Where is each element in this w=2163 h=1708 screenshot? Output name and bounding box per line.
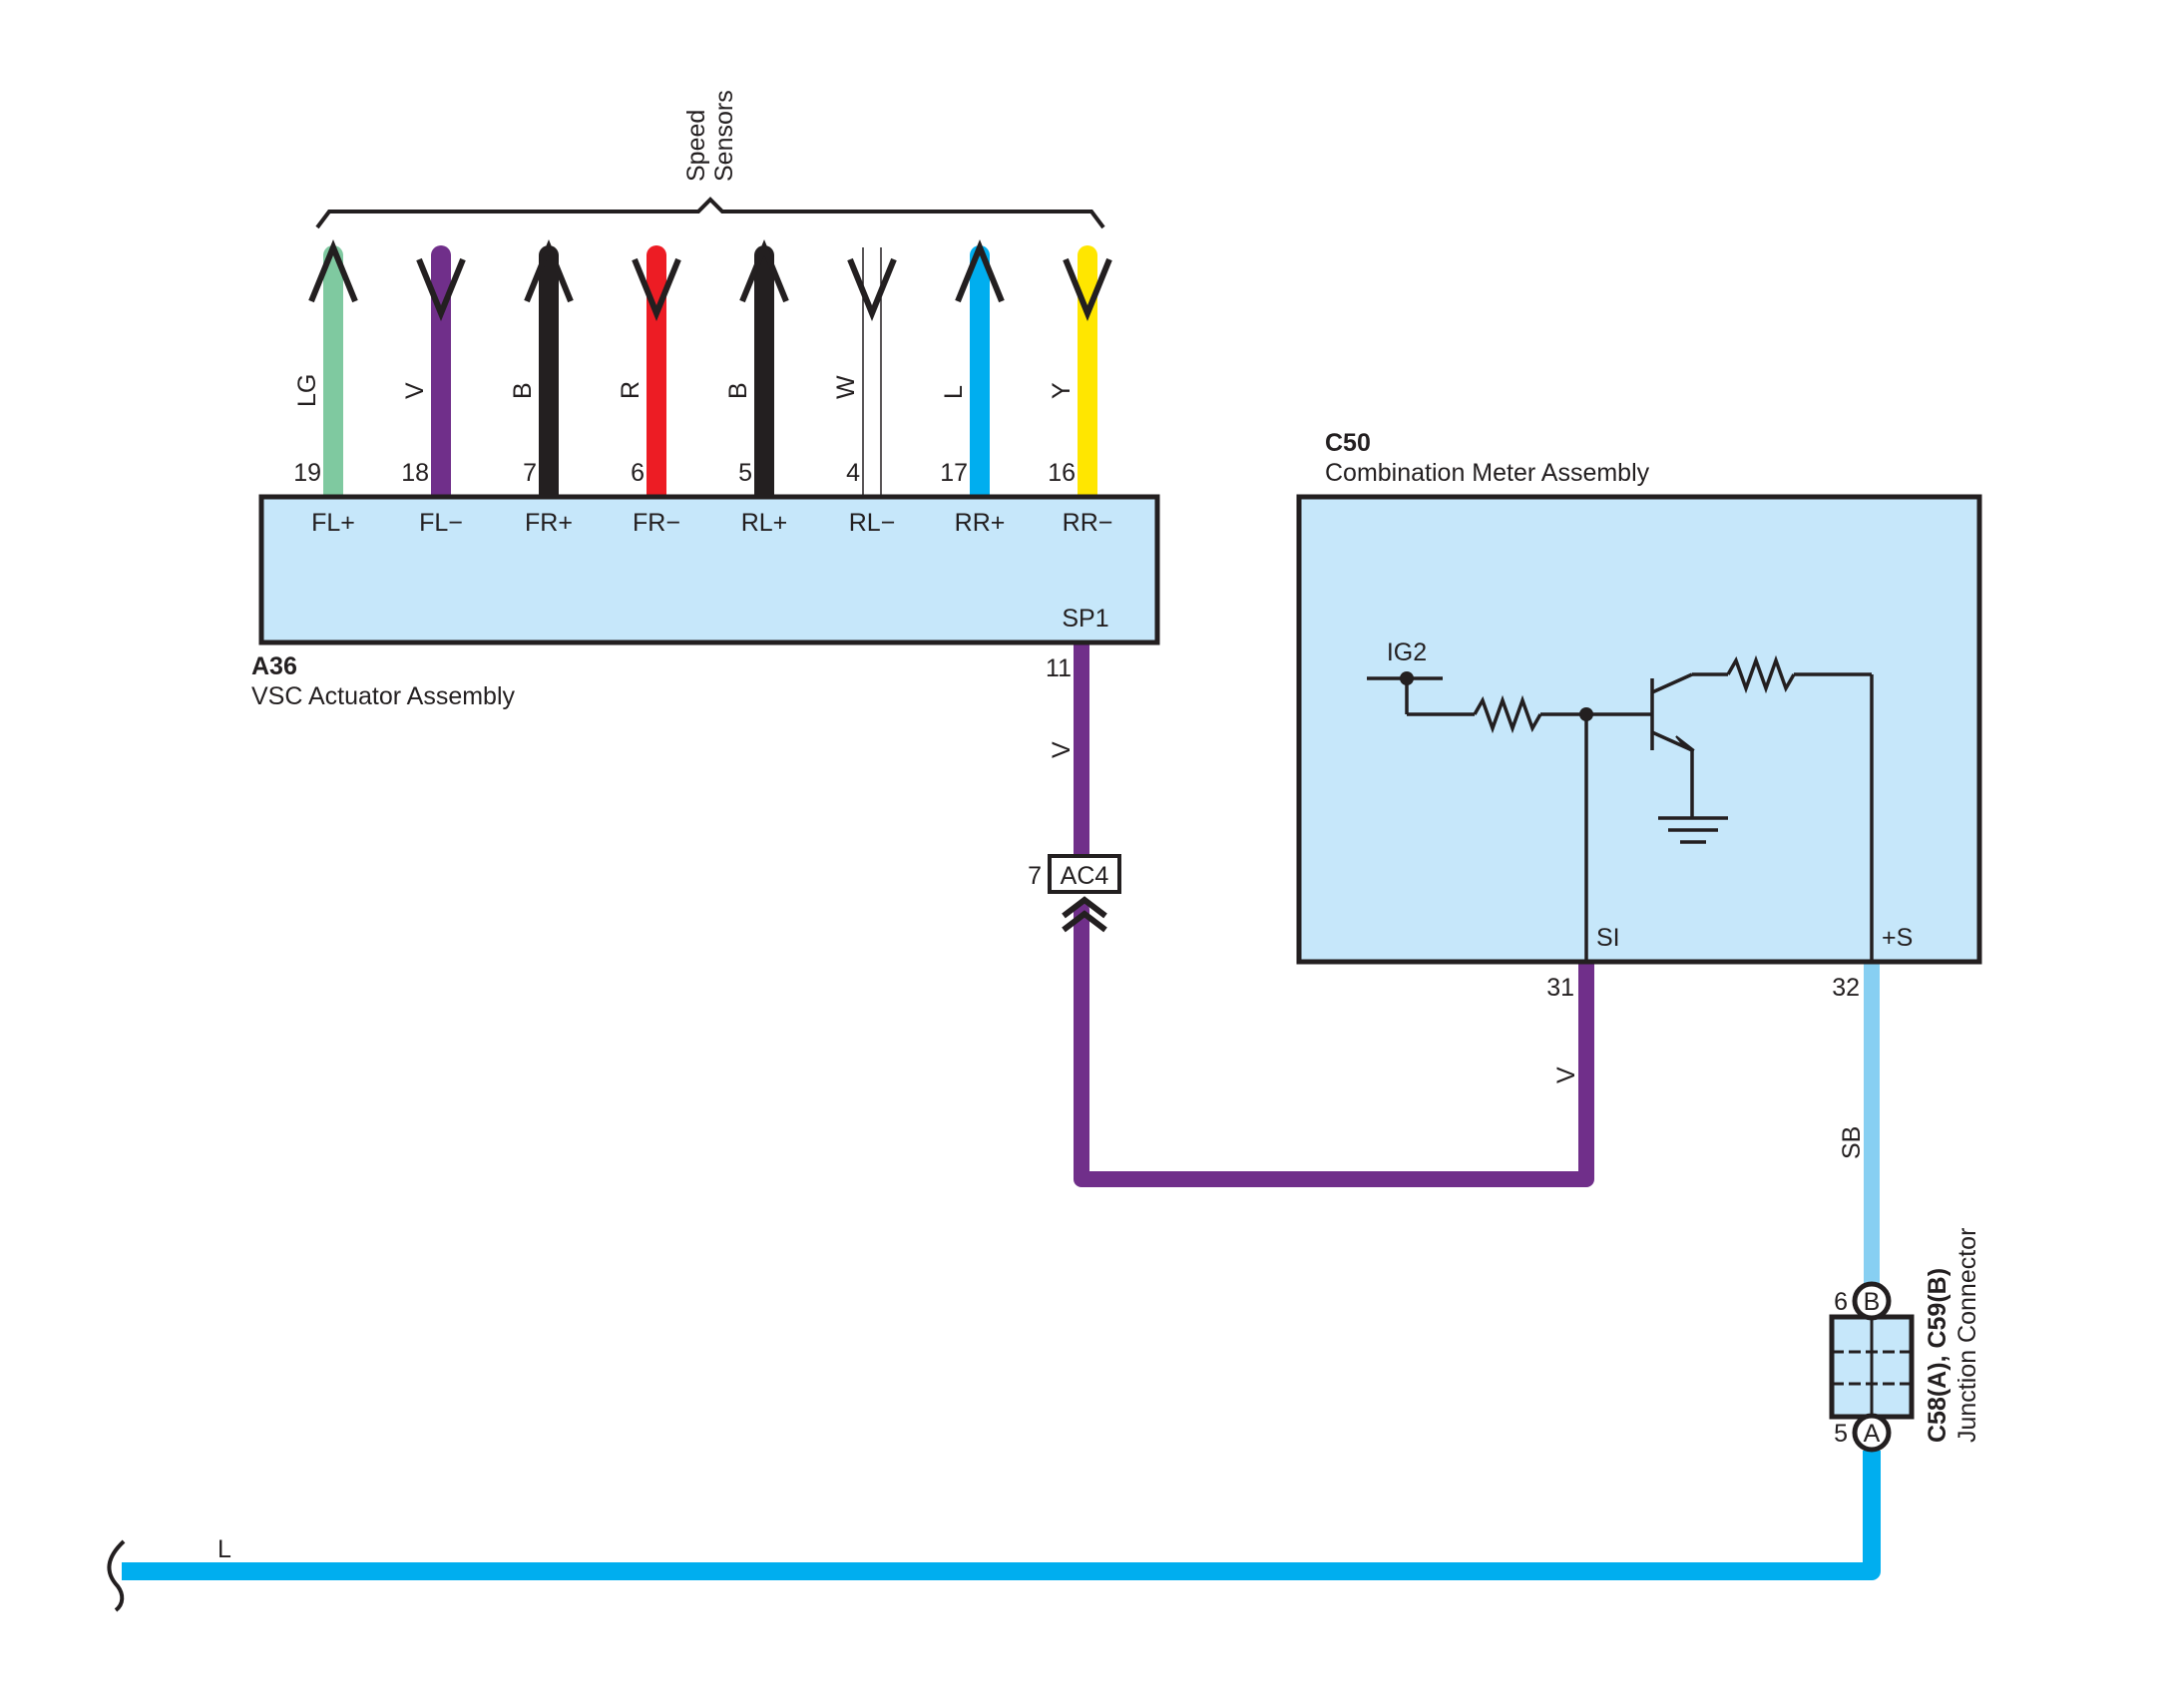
sensor-wire-color: Y (1048, 382, 1076, 399)
arrow-up-icon (955, 239, 1005, 303)
wire-l-bottom (122, 1451, 1881, 1580)
sensor-wire-color: L (940, 385, 968, 399)
actuator-box (258, 494, 1160, 645)
ac4-connector-name: AC4 (1061, 862, 1109, 890)
arrow-down-icon (632, 257, 681, 321)
arrow-down-icon (1063, 257, 1112, 321)
base-junction-node-icon (1579, 707, 1593, 721)
ac4-chevron-icon (1062, 896, 1107, 933)
bottom-wire-color: L (217, 1535, 231, 1563)
speed-sensors-brace (315, 197, 1105, 229)
meter-name: Combination Meter Assembly (1325, 459, 1650, 487)
sensor-wire-color: LG (293, 374, 321, 407)
sensor-pin-number: 7 (523, 459, 537, 487)
actuator-terminal-label: FL+ (311, 509, 355, 537)
junction-title: C58(A), C59(B) (1924, 1268, 1951, 1443)
sensor-pin-number: 5 (738, 459, 752, 487)
arrow-down-icon (416, 257, 466, 321)
speed-sensors-label-line1: Speed (682, 110, 710, 182)
wire-ac4-to-si (1074, 902, 1594, 1187)
sensor-wire-3: R6 (617, 245, 681, 505)
meter-plus-s-label: +S (1882, 924, 1913, 952)
sensor-pin-number: 16 (1048, 459, 1076, 487)
sensor-pin-number: 4 (846, 459, 860, 487)
sensor-wire-2: B7 (509, 239, 574, 505)
actuator-code: A36 (251, 652, 297, 680)
arrow-up-icon (308, 239, 358, 303)
actuator-terminal-label: RR+ (955, 509, 1006, 537)
sensor-wire-4: B5 (724, 239, 789, 505)
arrow-up-icon (524, 239, 574, 303)
meter-si-pin: 31 (1546, 974, 1574, 1002)
meter-code: C50 (1325, 429, 1371, 457)
ig2-node-icon (1400, 671, 1414, 685)
wire-break-symbol (107, 1539, 126, 1612)
resistor-1-icon (1473, 694, 1542, 734)
meter-box (1296, 494, 1982, 965)
actuator-terminals: FL+ FL− FR+ FR− RL+ RL− RR+ RR− (311, 509, 1112, 537)
actuator-terminal-label: FR+ (525, 509, 573, 537)
junction-subtitle: Junction Connector (1953, 1228, 1981, 1443)
sensor-wire-7: Y 16 (1048, 245, 1112, 505)
actuator-sp1-label: SP1 (1062, 605, 1108, 633)
si-wire-color: V (1552, 1067, 1580, 1083)
junction-pin-a-circle (1852, 1413, 1892, 1453)
resistor-2-icon (1726, 654, 1796, 694)
junction-connector: B A 6 5 C58(A), C59(B) Junction Connecto… (1829, 1228, 1981, 1453)
junction-letter-a: A (1864, 1420, 1881, 1448)
junction-pin-b-circle (1852, 1281, 1892, 1321)
actuator-terminal-label: RL+ (741, 509, 788, 537)
sensor-wire-color: B (509, 382, 537, 399)
arrow-down-icon (847, 257, 897, 321)
sensor-wire-1: V 18 (401, 245, 466, 505)
arrow-up-icon (739, 239, 789, 303)
junction-pin-a: 5 (1834, 1420, 1848, 1448)
junction-pin-b: 6 (1834, 1288, 1848, 1316)
sensor-pin-number: 6 (631, 459, 645, 487)
plus-s-wire-color: SB (1838, 1126, 1866, 1159)
meter-plus-s-pin: 32 (1832, 974, 1860, 1002)
actuator-terminal-label: RL− (849, 509, 896, 537)
actuator-output-pin: 11 (1046, 654, 1072, 682)
speed-sensors-label: Speed Sensors (682, 90, 738, 182)
sensor-wire-color: W (832, 375, 860, 399)
emitter-arrow-icon (1675, 735, 1695, 751)
sensor-wire-color: B (724, 382, 752, 399)
sensor-pin-number: 18 (401, 459, 429, 487)
actuator-terminal-label: FR− (633, 509, 680, 537)
sensor-wire-0: LG 19 (293, 239, 358, 505)
junction-letter-b: B (1864, 1288, 1881, 1316)
sensor-pin-number: 19 (293, 459, 321, 487)
meter-ig2-label: IG2 (1387, 639, 1427, 666)
actuator-name: VSC Actuator Assembly (251, 682, 516, 710)
sensor-pin-number: 17 (940, 459, 968, 487)
sensor-wire-color: V (401, 382, 429, 399)
ac4-connector-pin: 7 (1028, 862, 1042, 890)
meter-si-label: SI (1596, 924, 1620, 952)
actuator-terminal-label: FL− (419, 509, 463, 537)
sp1-wire-color: V (1048, 741, 1076, 758)
sensor-wire-5: W4 (832, 247, 897, 495)
actuator-terminal-label: RR− (1063, 509, 1113, 537)
sensor-wire-6: L 17 (940, 239, 1005, 505)
ac4-connector-box (1048, 854, 1121, 894)
speed-sensors-label-line2: Sensors (710, 90, 738, 182)
sensor-wire-color: R (617, 381, 645, 399)
